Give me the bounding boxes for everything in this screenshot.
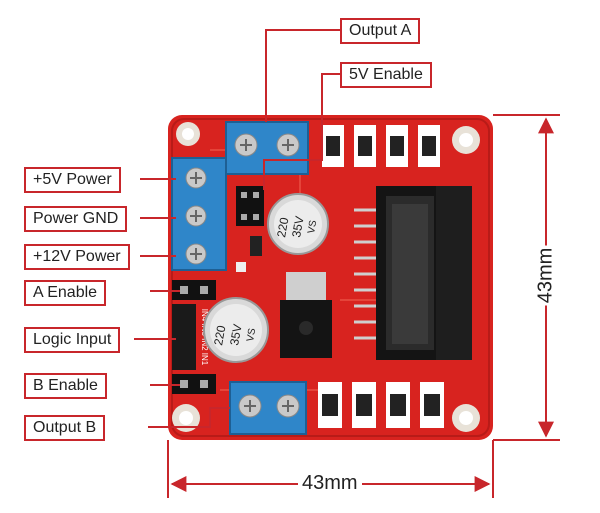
- cap-top-value: 220: [274, 216, 291, 238]
- smd-components: [236, 125, 444, 428]
- cap-bottom-value: 220: [211, 324, 228, 346]
- label-output-a: Output A: [340, 18, 421, 44]
- label-a-enable: A Enable: [24, 280, 107, 306]
- driver-ic-heatsink: [354, 186, 472, 360]
- label-5v-power: +5V Power: [24, 167, 121, 193]
- leader-5v-enable: [263, 73, 340, 190]
- cap-top-voltage: 35V: [289, 215, 306, 238]
- jumper-5v-enable: [236, 186, 264, 226]
- capacitor-top: 220 35V VS: [267, 193, 329, 255]
- mounting-hole-br: [452, 404, 480, 432]
- label-b-enable: B Enable: [24, 373, 107, 399]
- cap-bottom-voltage: 35V: [227, 323, 244, 346]
- output-a-terminal: [225, 121, 309, 175]
- output-b-terminal: [229, 381, 307, 435]
- label-output-b: Output B: [24, 415, 106, 441]
- mounting-hole-bl: [172, 404, 200, 432]
- voltage-regulator: [280, 272, 332, 358]
- height-dimension-label: 43mm: [534, 245, 558, 306]
- width-dimension-label: 43mm: [298, 472, 362, 495]
- mounting-hole-tr: [452, 126, 480, 154]
- jumper-a-enable: [172, 280, 216, 300]
- label-logic-input: Logic Input: [24, 327, 121, 353]
- leader-lines: [134, 29, 340, 428]
- logic-input-header: IN4 IN3 IN2 IN1: [172, 304, 209, 370]
- label-5v-enable: 5V Enable: [340, 62, 432, 88]
- capacitor-bottom: 220 35V VS: [203, 297, 269, 363]
- cap-bottom-series: VS: [245, 327, 258, 342]
- label-12v-power: +12V Power: [24, 244, 130, 270]
- leader-output-b: [148, 407, 230, 428]
- label-power-gnd: Power GND: [24, 206, 128, 232]
- jumper-b-enable: [172, 374, 216, 394]
- cap-top-series: VS: [306, 219, 319, 234]
- mounting-hole-tl: [176, 122, 200, 146]
- power-terminal: [171, 157, 227, 271]
- leader-output-a: [265, 29, 340, 122]
